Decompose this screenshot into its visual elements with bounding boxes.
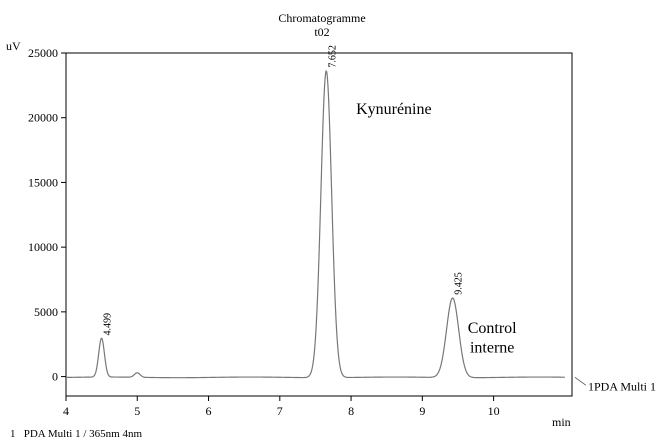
series-layer (65, 70, 565, 379)
chart-subtitle: t02 (314, 25, 329, 39)
chromatogram-line (65, 70, 565, 379)
labels-layer: 1PDA Multi 1 4.499 7.652 9.425 KynurénineCon… (103, 45, 656, 393)
y-tick-label: 0 (52, 370, 58, 384)
x-tick-label: 10 (488, 404, 500, 418)
peak-label: 9.425 (454, 272, 465, 295)
axes-group: 4 5 6 7 8 9 10 0 5000 10000 15000 20000 25000 (28, 46, 500, 418)
footer-text: PDA Multi 1 / 365nm 4nm (23, 428, 143, 440)
footer-caption: 1 PDA Multi 1 / 365nm 4nm (10, 428, 142, 440)
y-tick-label: 15000 (28, 175, 58, 189)
x-tick-label: 9 (419, 404, 425, 418)
annotation-text: interne (470, 340, 514, 357)
y-tick-label: 25000 (28, 46, 58, 60)
annotation-text: Control (468, 320, 517, 337)
x-tick-label: 7 (277, 404, 283, 418)
plot-frame (65, 52, 573, 397)
y-tick-label: 20000 (28, 111, 58, 125)
x-tick-label: 8 (348, 404, 354, 418)
series-label-leader (574, 377, 587, 386)
annotation-text: Kynurénine (356, 101, 432, 118)
peak-label: 7.652 (327, 45, 338, 68)
y-tick-label: 10000 (28, 240, 58, 254)
series-label: 1PDA Multi 1 (588, 379, 656, 393)
x-tick-label: 6 (206, 404, 212, 418)
peak-label: 4.499 (103, 313, 114, 336)
x-tick-label: 4 (63, 404, 69, 418)
y-axis-label: uV (6, 39, 21, 53)
footer-number: 1 (10, 428, 16, 440)
chart-title: Chromatogramme (278, 11, 365, 25)
x-tick-label: 5 (134, 404, 140, 418)
y-tick-label: 5000 (34, 305, 58, 319)
x-axis-label: min (552, 415, 571, 429)
